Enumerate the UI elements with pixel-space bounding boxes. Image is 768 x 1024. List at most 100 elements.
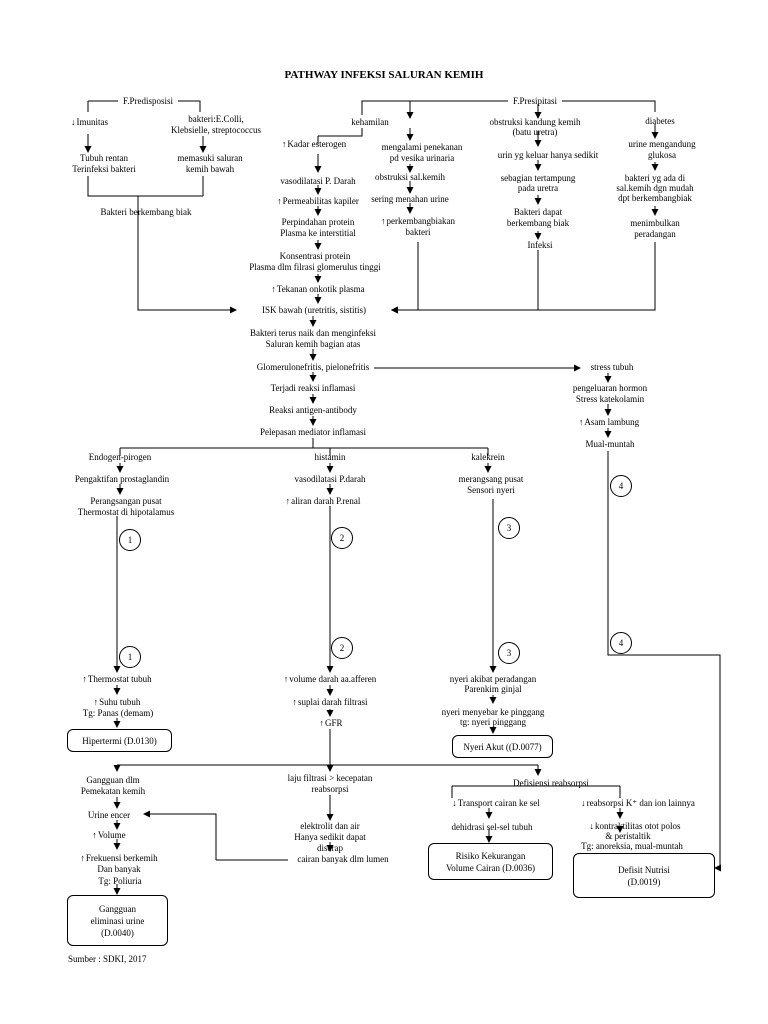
isk-bawah: ISK bawah (uretritis, sistitis): [262, 305, 366, 315]
diagnosis-gangguan-eliminasi: Gangguan eliminasi urine (D.0040): [67, 895, 168, 946]
kontraktilitas-line1: kontraktilitas otot polos: [590, 821, 681, 832]
volume-label: Volume: [92, 830, 126, 841]
pengeluaran-line2: Stress katekolamin: [575, 394, 645, 404]
kontraktilitas-line2: & peristaltik: [605, 831, 651, 841]
asam-lambung: Asam lambung: [579, 417, 639, 428]
cairan-banyak: cairan banyak dlm lumen: [297, 854, 389, 864]
diagnosis-risiko-volume-cairan: Risiko Kekurangan Volume Cairan (D.0036): [428, 843, 553, 880]
tertampung-line2: pada uretra: [517, 183, 559, 193]
defisit-line1: Defisit Nutrisi: [618, 864, 670, 875]
risiko-line1: Risiko Kekurangan: [455, 850, 526, 861]
dehidrasi: dehidrasi sel-sel tubuh: [451, 822, 533, 832]
obstruksi-sal-kemih: obstruksi sal.kemih: [375, 172, 445, 182]
elektrolit-line3: diserap: [317, 843, 343, 853]
source-note: Sumber : SDKI, 2017: [68, 954, 147, 964]
perpindahan-line2: Plasma ke interstitial: [280, 228, 356, 238]
gfr: GFR: [319, 718, 343, 729]
stress-tubuh: stress tubuh: [590, 362, 634, 372]
pelepasan-mediator: Pelepasan mediator inflamasi: [260, 427, 366, 437]
reaksi-inflamasi: Terjadi reaksi inflamasi: [270, 383, 356, 393]
imunitas-label: Imunitas: [71, 117, 109, 128]
tertampung-line1: sebagian tertampung: [500, 173, 576, 183]
memasuki-line2: kemih bawah: [185, 164, 235, 174]
diagnosis-hipertermi: Hipertermi (D.0130): [67, 729, 172, 752]
kadar-esterogen: Kadar esterogen: [282, 139, 346, 150]
merangsang-line2: Sensori nyeri: [467, 485, 515, 495]
nyeri-akibat-line2: Parenkim ginjal: [464, 684, 522, 694]
histamin: histamin: [314, 452, 346, 462]
suplai-darah: suplai darah filtrasi: [293, 697, 367, 708]
tg-panas: Tg: Panas (demam): [82, 708, 154, 718]
tekanan-onkotik: Tekanan onkotik plasma: [271, 284, 365, 295]
frekuensi-line2: Dan banyak: [97, 864, 141, 874]
laju-filtrasi-line2: reabsorpsi: [311, 784, 349, 794]
nyeri-menyebar-line1: nyeri menyebar ke pinggang: [441, 707, 545, 717]
nyeri-akibat-line1: nyeri akibat peradangan: [449, 674, 537, 684]
pengeluaran-line1: pengeluaran hormon: [572, 383, 648, 393]
gangguan-pemekatan-line2: Pemekatan kemih: [80, 786, 146, 796]
reaksi-antigen: Reaksi antigen-antibody: [269, 405, 357, 415]
urine-glukosa-line2: glukosa: [648, 150, 676, 160]
bakteri-type-line2: Klebsielle, streptococcus: [171, 125, 261, 135]
permeabilitas-kapiler: Permeabilitas kapiler: [277, 196, 359, 207]
menimbulkan-line1: menimbulkan: [630, 218, 680, 228]
bakteri-dapat-line1: Bakteri dapat: [513, 207, 563, 217]
connector-1-top: 1: [119, 529, 141, 551]
bakteri-sal-line3: dpt berkembangbiak: [618, 193, 692, 203]
perkembangbiakan-line1: perkembangbiakan: [381, 216, 455, 227]
vasodilatasi-p-darah-2: vasodilatasi P.darah: [294, 474, 366, 484]
connector-3-bottom: 3: [498, 642, 520, 664]
reabsorpsi-k: reabsorpsi K⁺ dan ion lainnya: [581, 798, 695, 809]
penekanan-line1: mengalami penekanan: [381, 142, 463, 152]
gangguan-eliminasi-line1: Gangguan: [99, 903, 136, 914]
kontraktilitas-line3: Tg: anoreksia, mual-muntah: [581, 841, 683, 851]
risiko-line2: Volume Cairan (D.0036): [445, 862, 536, 873]
obstruksi-line1: obstruksi kandung kemih: [489, 117, 581, 127]
connector-3-top: 3: [498, 517, 520, 539]
connector-4-top: 4: [610, 475, 632, 497]
suhu-tubuh: Suhu tubuh: [94, 697, 140, 708]
sering-menahan-urine: sering menahan urine: [371, 194, 449, 204]
tg-poliuria: Tg: Poliuria: [98, 876, 142, 886]
gangguan-eliminasi-line3: (D.0040): [101, 927, 134, 938]
diabetes-label: diabetes: [645, 116, 675, 126]
glomerulonefritis: Glomerulonefritis, pielonefritis: [256, 362, 370, 372]
memasuki-line1: memasuki saluran: [177, 153, 243, 163]
presipitasi-header: F.Presipitasi: [512, 96, 558, 106]
perangsangan-line1: Perangsangan pusat: [90, 496, 162, 506]
bakteri-dapat-line2: berkembang biak: [506, 218, 570, 228]
bakteri-sal-line2: sal.kemih dgn mudah: [616, 183, 694, 193]
menimbulkan-line2: peradangan: [634, 229, 676, 239]
urine-encer: Urine encer: [87, 810, 131, 820]
defisit-line2: (D.0019): [627, 876, 661, 887]
vasodilatasi-p-darah: vasodilatasi P. Darah: [280, 176, 356, 186]
laju-filtrasi-line1: laju filtrasi > kecepatan: [287, 773, 373, 783]
penekanan-line2: pd vesika urinaria: [389, 153, 455, 163]
volume-darah: volume darah aa.afferen: [284, 674, 376, 685]
konsentrasi-line1: Konsentrasi protein: [279, 251, 351, 261]
perangsangan-line2: Thermostat di hipotalamus: [77, 507, 175, 517]
transport-cairan: Transport cairan ke sel: [452, 798, 540, 809]
diagnosis-defisit-nutrisi: Defisit Nutrisi (D.0019): [573, 853, 715, 898]
thermostat-tubuh: Thermostat tubuh: [82, 674, 152, 685]
perkembangbiakan-line2: bakteri: [405, 227, 431, 237]
bakteri-berkembang: Bakteri berkembang biak: [100, 207, 192, 217]
merangsang-line1: merangsang pusat: [458, 474, 524, 484]
defisiensi-reabsorpsi: Defisiensi reabsorpsi: [513, 778, 589, 788]
aliran-darah: aliran darah P.renal: [286, 496, 360, 507]
mual-muntah: Mual-muntah: [585, 439, 635, 449]
elektrolit-line1: elektrolit dan air: [300, 821, 360, 831]
tubuh-rentan-line2: Terinfeksi bakteri: [72, 164, 136, 174]
konsentrasi-line2: Plasma dlm filrasi glomerulus tinggi: [249, 262, 381, 272]
predisposisi-header: F.Predisposisi: [122, 96, 174, 106]
connector-2-top: 2: [331, 527, 353, 549]
kalekrein: kalekrein: [471, 452, 505, 462]
gangguan-eliminasi-line2: eliminasi urine: [90, 915, 145, 926]
bakteri-type-line1: bakteri:E.Colli,: [188, 114, 244, 124]
connector-4-bottom: 4: [610, 632, 632, 654]
obstruksi-line2: (batu uretra): [512, 127, 558, 137]
bakteri-naik-line2: Saluran kemih bagian atas: [265, 339, 361, 349]
diagnosis-nyeri-akut: Nyeri Akut ((D.0077): [452, 735, 553, 758]
bakteri-sal-line1: bakteri yg ada di: [624, 173, 686, 183]
